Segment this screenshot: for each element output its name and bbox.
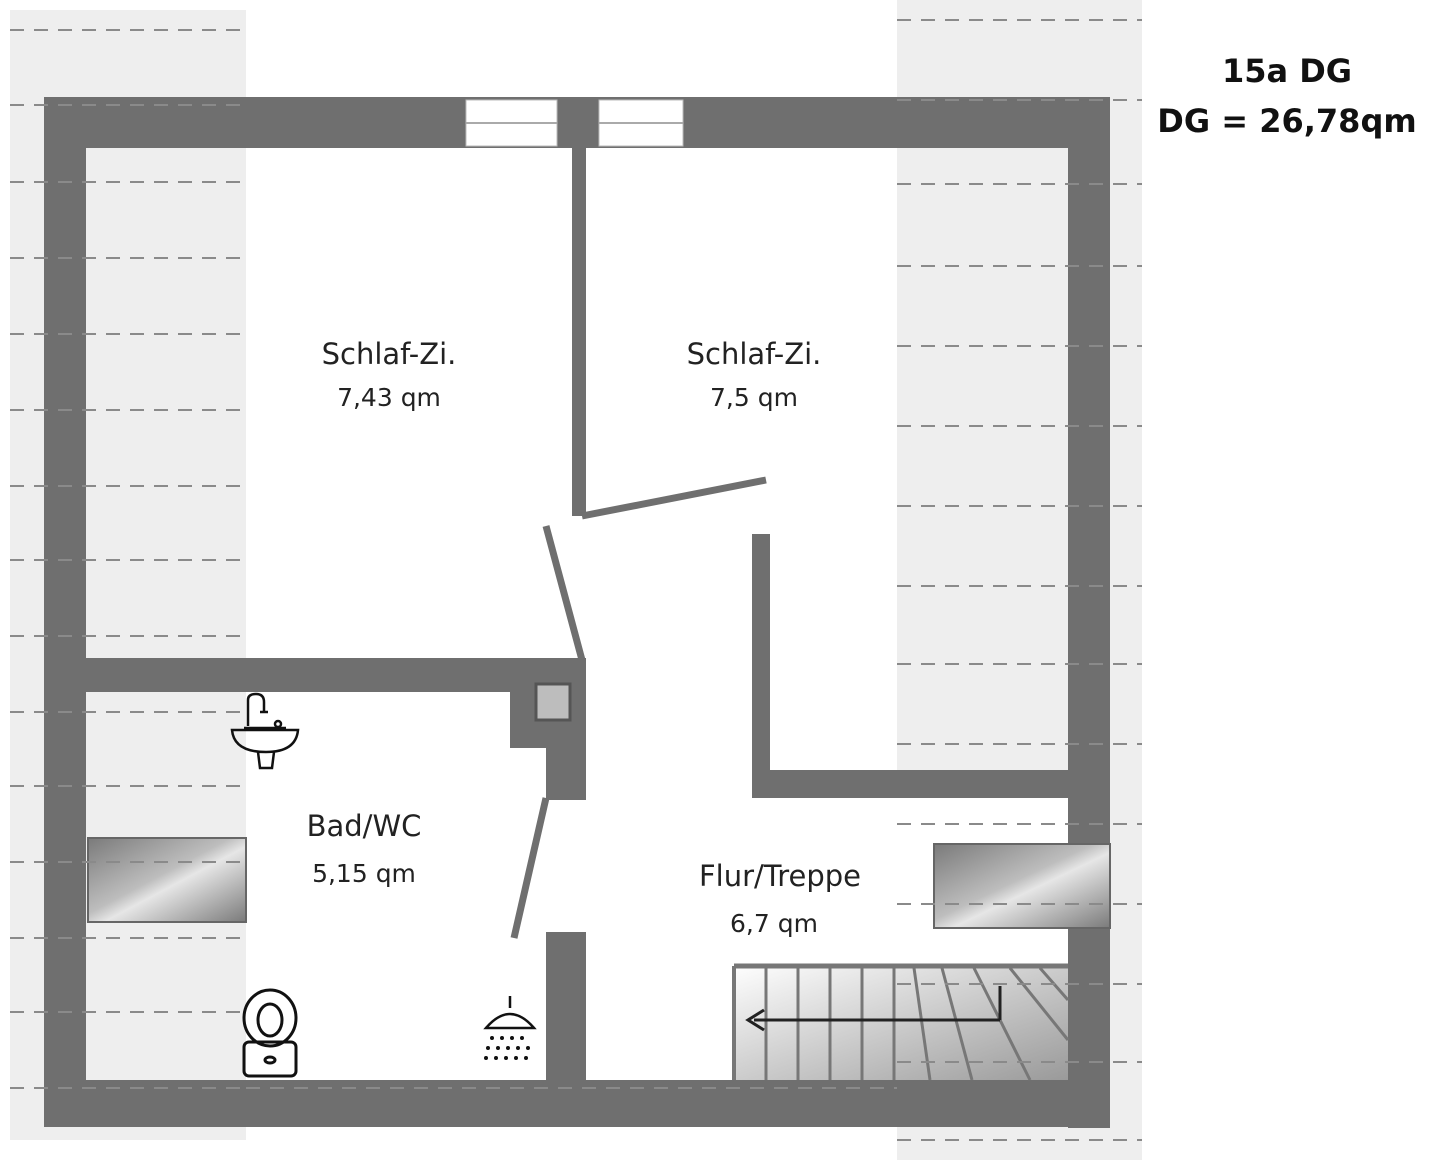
skylight-left xyxy=(87,837,247,923)
room-label-hallway: Flur/Treppe xyxy=(699,859,861,893)
roof-slope-dashes xyxy=(10,19,1142,1141)
skylight-right xyxy=(933,843,1111,929)
door-bath xyxy=(510,797,550,939)
door-bedroom-left xyxy=(542,525,586,661)
room-area-hallway: 6,7 qm xyxy=(730,909,818,938)
door-bedroom-right xyxy=(581,476,767,520)
room-area-bathroom: 5,15 qm xyxy=(312,859,416,888)
doors xyxy=(510,476,767,939)
wall-bath-right-lower xyxy=(546,932,586,1080)
wall-hall-left xyxy=(752,534,770,774)
wall-window-pier xyxy=(557,97,599,148)
chimney-icon xyxy=(534,682,572,722)
wall-bath-top xyxy=(86,658,586,692)
inner-walls xyxy=(86,97,1110,1128)
floor-title: 15a DG xyxy=(1222,52,1352,90)
room-area-bedroom-left: 7,43 qm xyxy=(337,383,441,412)
wall-upper-divider xyxy=(572,148,586,516)
room-area-bedroom-right: 7,5 qm xyxy=(710,383,798,412)
room-label-bedroom-right: Schlaf-Zi. xyxy=(687,337,822,371)
roof-windows xyxy=(87,837,1111,929)
washbasin-icon xyxy=(230,692,300,770)
shower-icon xyxy=(483,996,537,1060)
room-label-bedroom-left: Schlaf-Zi. xyxy=(322,337,457,371)
wall-hall-bottom xyxy=(752,770,1068,798)
top-windows xyxy=(465,99,684,147)
floor-total-area: DG = 26,78qm xyxy=(1157,102,1416,140)
room-label-bathroom: Bad/WC xyxy=(307,809,422,843)
wall-bath-right-mid xyxy=(546,748,586,800)
toilet-icon xyxy=(242,988,298,1078)
